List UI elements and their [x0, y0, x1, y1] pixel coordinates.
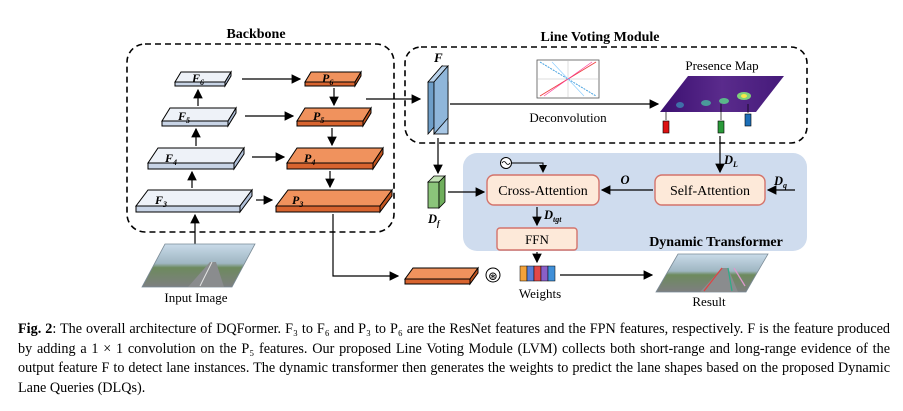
DL-label: DL — [723, 153, 738, 169]
fpn-p6: P6 — [304, 70, 362, 88]
cross-attention-box — [486, 174, 600, 206]
deconvolution-label: Deconvolution — [529, 110, 607, 125]
lvm-title: Line Voting Module — [540, 30, 659, 45]
fpn-p5: P5 — [296, 106, 372, 128]
positional-encoding-icon — [500, 157, 547, 173]
svg-text:F6: F6 — [191, 71, 204, 87]
lane-query-cubes — [662, 104, 752, 134]
fpn-p4: P4 — [286, 146, 384, 171]
df-block — [427, 175, 446, 209]
ffn-label: FFN — [525, 232, 549, 247]
feature-f4: F4 — [147, 146, 245, 171]
dynamic-conv-symbol: ⊛ — [488, 269, 498, 283]
self-attention-label: Self-Attention — [670, 184, 750, 199]
input-image-label: Input Image — [164, 290, 227, 305]
feature-f5: F5 — [161, 106, 237, 128]
bottom-feature-slab — [404, 266, 479, 286]
architecture-figure: Backbone F6 F5 F4 F3 P6 P5 — [126, 27, 808, 309]
feature-f3: F3 — [135, 188, 253, 214]
figure-caption: Fig. 2: The overall architecture of DQFo… — [18, 320, 890, 398]
dynamic-conv-icon — [485, 267, 501, 283]
input-image — [141, 243, 256, 288]
feature-f6: F6 — [174, 70, 232, 88]
backbone-arrows — [187, 74, 422, 281]
lvm-box — [404, 46, 808, 144]
O-label: O — [620, 173, 629, 187]
weights-icon — [519, 265, 556, 282]
Df-label: Df — [427, 212, 441, 228]
F-label: F — [433, 50, 443, 65]
svg-text:F3: F3 — [154, 193, 167, 209]
svg-text:P5: P5 — [313, 109, 324, 125]
backbone-box — [126, 43, 395, 233]
presence-map-label: Presence Map — [685, 58, 758, 73]
ffn-box — [496, 227, 578, 251]
voting-plot-icon — [536, 59, 600, 99]
fpn-p3: P3 — [275, 188, 393, 214]
svg-text:P6: P6 — [322, 71, 333, 87]
caption-text: : The overall architecture of DQFormer. … — [18, 321, 891, 396]
svg-text:F5: F5 — [177, 109, 190, 125]
backbone-title: Backbone — [226, 27, 285, 42]
dynamic-transformer-title: Dynamic Transformer — [649, 235, 783, 250]
weights-label: Weights — [519, 286, 561, 301]
svg-text:P3: P3 — [292, 193, 303, 209]
caption-fig-label: Fig. 2 — [18, 321, 53, 337]
self-attention-box — [654, 174, 766, 206]
feature-F-block — [427, 64, 449, 136]
svg-text:P4: P4 — [304, 151, 315, 167]
Dtgt-label: Dtgt — [543, 208, 562, 224]
Dq-label: Dq — [773, 174, 787, 190]
cross-attention-label: Cross-Attention — [498, 184, 587, 199]
svg-text:F4: F4 — [164, 151, 177, 167]
result-label: Result — [692, 294, 726, 309]
presence-map — [660, 76, 784, 112]
result-image — [655, 253, 769, 293]
